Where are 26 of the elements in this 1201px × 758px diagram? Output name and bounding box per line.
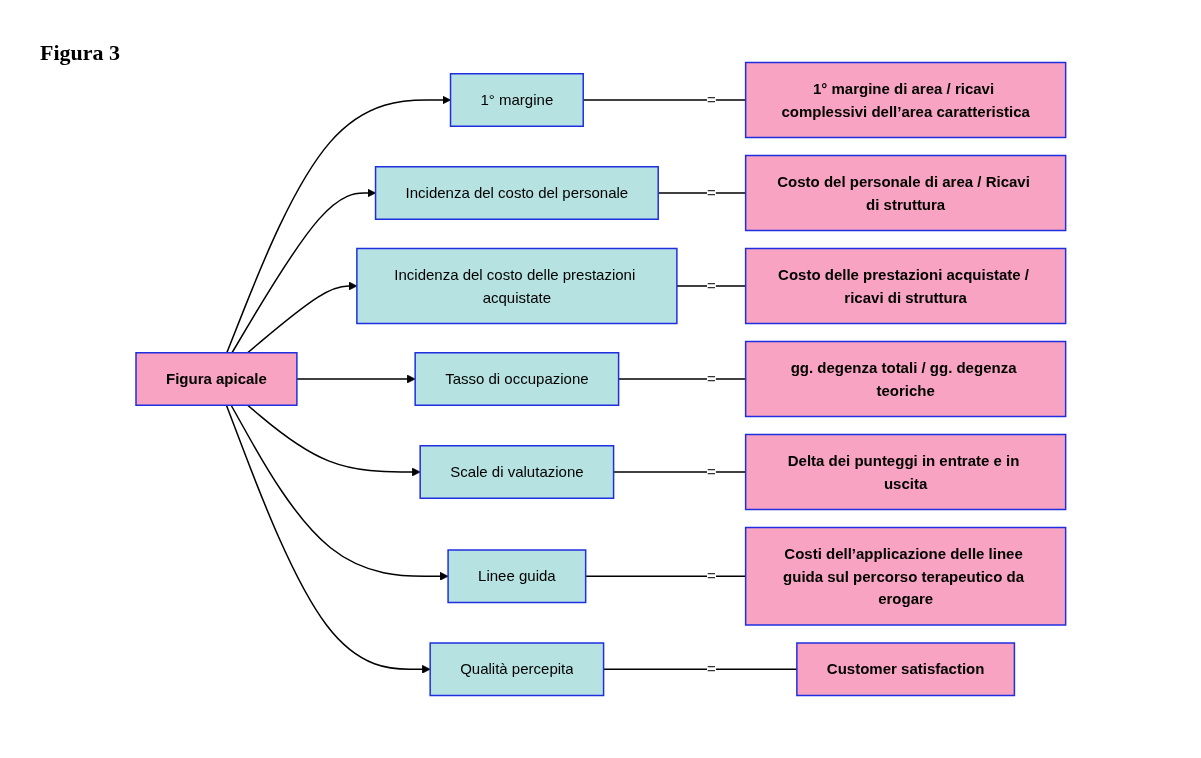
edge-label: =	[706, 567, 716, 584]
node-box: Costi dell’applicazione delle linee guida sul percorso terapeutico da erogare	[744, 526, 1067, 626]
node-box: Customer satisfaction	[795, 642, 1015, 697]
node-box: Scale di valutazione	[419, 445, 614, 499]
edge-label: =	[706, 462, 716, 480]
node-box: Incidenza del costo delle prestazioni acquistate	[355, 247, 678, 325]
node-box: gg. degenza totali / gg. degenza teoriche	[744, 340, 1067, 418]
edge-label: =	[706, 276, 716, 294]
node-box: Tasso di occupazione	[414, 352, 619, 406]
edge-label: =	[706, 183, 716, 201]
node-box: Incidenza del costo del personale	[374, 166, 659, 220]
node-box: Qualità percepita	[429, 642, 604, 697]
node-box: Linee guida	[447, 549, 587, 604]
arrow	[246, 281, 357, 354]
figure-title: Figura 3	[40, 40, 121, 66]
arrow	[230, 188, 376, 354]
arrow	[225, 95, 451, 354]
node-box: Delta dei punteggi in entrate e in uscita	[744, 433, 1067, 511]
node-box: Costo del personale di area / Ricavi di struttura	[744, 154, 1067, 232]
edge-label: =	[706, 660, 716, 677]
node-box: 1° margine di area / ricavi complessivi dell’area caratteristica	[744, 61, 1067, 139]
node-box: Costo delle prestazioni acquistate / ricavi di struttura	[744, 247, 1067, 325]
node-box: 1° margine	[449, 73, 584, 127]
edge-label: =	[706, 90, 716, 108]
node-box: Figura apicale	[134, 352, 298, 406]
edge-label: =	[706, 369, 716, 387]
